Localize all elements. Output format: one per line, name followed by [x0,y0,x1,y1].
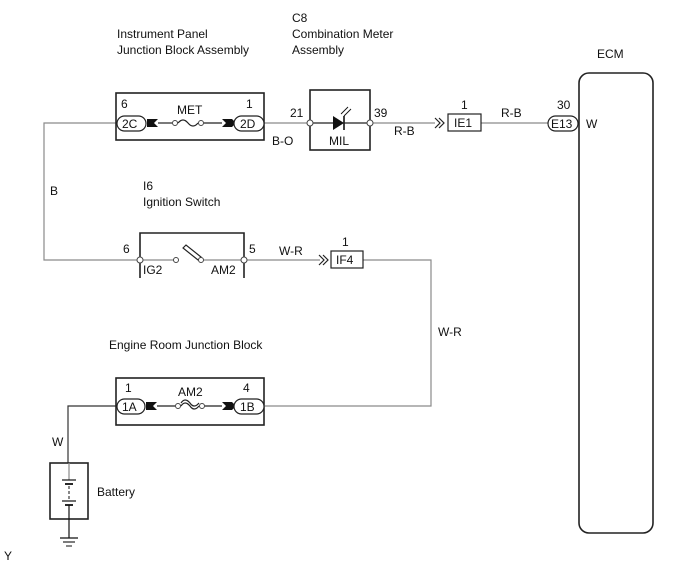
led-icon [333,116,344,130]
connector-chevron-icon [318,254,329,266]
if4-pin: 1 [342,235,349,249]
meter-pin-21 [306,119,314,127]
connector-1b [233,398,265,415]
meter-right-pin: 39 [374,106,388,120]
terminal-icon [222,119,236,127]
mil-label: MIL [329,134,349,148]
meter-pin-39 [366,119,374,127]
fuse-terminal [198,120,204,126]
wire-label-w: W [52,435,64,449]
wire-label-w-r-2: W-R [438,325,462,339]
ignition-title: Ignition Switch [143,195,220,209]
wire-b [43,122,140,261]
connector-1b-label: 1B [240,400,255,414]
wire-label-r-b-2: R-B [501,106,522,120]
ignition-ig2-label: IG2 [143,263,163,277]
if4-label: IF4 [336,253,354,267]
led-ray [340,106,349,115]
erjb-title: Engine Room Junction Block [109,338,263,352]
meter-title-line1: Combination Meter [292,27,393,41]
connector-e13-label: E13 [551,117,573,131]
ignition-am2-label: AM2 [211,263,236,277]
ecm-wire-color: W [586,117,598,131]
led-ray [343,108,352,117]
connector-1a-label: 1A [122,400,137,414]
ie1-pin: 1 [461,98,468,112]
combination-meter: C8 Combination Meter Assembly 21 39 MIL [290,11,393,151]
connector-2d [233,115,265,132]
instrument-panel-junction-block: Instrument Panel Junction Block Assembly… [115,27,265,141]
fuse-am2-label: AM2 [178,385,203,399]
ecm-pin: 30 [557,98,571,112]
if4-box [330,250,364,269]
corner-mark: Y [4,549,12,563]
battery-label: Battery [97,485,135,499]
wire-label-b: B [50,184,58,198]
connector-1a [116,398,146,415]
ignition-switch: I6 Ignition Switch 6 5 IG2 AM2 [123,179,256,278]
terminal-icon [147,119,158,127]
switch-contact [173,257,179,263]
connector-2c [116,115,147,132]
ipjb-right-pin: 1 [246,97,253,111]
fuse-icon [177,119,199,127]
ipjb-title-line1: Instrument Panel [117,27,208,41]
meter-left-pin: 21 [290,106,304,120]
ecm-title: ECM [597,47,624,61]
ie1-label: IE1 [454,116,472,130]
ecm-box [578,72,654,534]
terminal-icon [222,402,236,410]
ignition-pin-5 [240,256,248,264]
battery: Battery [49,462,135,538]
ie1-box [447,113,482,132]
connector-if4: IF4 1 [318,235,364,269]
fuse-terminal [172,120,178,126]
fuse-terminal [199,403,205,409]
erjb-right-pin: 4 [243,381,250,395]
wire-label-r-b-1: R-B [394,124,415,138]
wire-label-w-r-1: W-R [279,244,303,258]
engine-room-junction-block: Engine Room Junction Block 1 1A AM2 4 1B [109,338,265,426]
ipjb-left-pin: 6 [121,97,128,111]
ipjb-title-line2: Junction Block Assembly [117,43,249,57]
ignition-left-pin: 6 [123,242,130,256]
erjb-left-pin: 1 [125,381,132,395]
fuse-terminal [175,403,181,409]
connector-2d-label: 2D [240,117,256,131]
meter-title-line2: Assembly [292,43,344,57]
ignition-pin-6 [136,256,144,264]
switch-contact [198,257,204,263]
connector-chevron-icon [434,117,445,129]
meter-code: C8 [292,11,308,25]
ignition-code: I6 [143,179,153,193]
ground-icon [60,537,78,547]
fusible-link-icon [180,399,200,410]
wire-w-r-2 [265,259,432,407]
connector-e13 [547,115,579,132]
connector-2c-label: 2C [122,117,138,131]
meter-box [309,89,371,151]
ecm: ECM E13 30 W [547,47,654,534]
connector-ie1: IE1 1 [434,98,482,132]
ignition-right-pin: 5 [249,242,256,256]
fuse-met-label: MET [177,103,203,117]
wire-label-b-o: B-O [272,134,293,148]
wire-w [67,405,117,466]
terminal-icon [146,402,157,410]
